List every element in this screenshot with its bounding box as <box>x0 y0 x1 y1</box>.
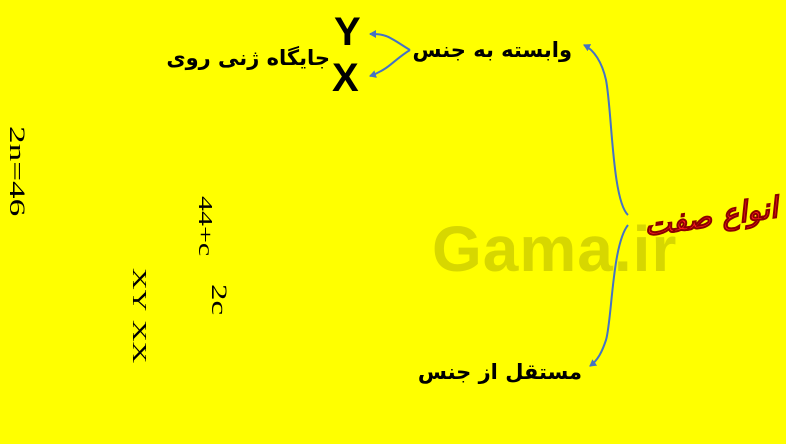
arrow-to-independent <box>589 224 629 367</box>
arrow-to-x <box>369 49 411 78</box>
sex-linked-label: وابسته به جنس <box>412 38 572 62</box>
chromosome-y: Y <box>334 10 361 54</box>
chromosome-x: X <box>332 56 359 100</box>
gene-location-label: جایگاه ژنی روی <box>166 46 330 70</box>
arrow-to-y <box>369 30 411 51</box>
sex-chromosomes-note: 2c <box>207 284 232 316</box>
female-karyotype-note: XX <box>128 320 150 364</box>
arrow-to-sex-linked <box>583 44 629 216</box>
watermark-logo: Gama.ir <box>432 213 678 285</box>
autosomes-note: 44+c <box>194 196 216 257</box>
male-karyotype-note: XY <box>128 268 150 312</box>
independent-label: مستقل از جنس <box>417 360 582 384</box>
chromosome-count-note: 2n=46 <box>5 126 30 217</box>
